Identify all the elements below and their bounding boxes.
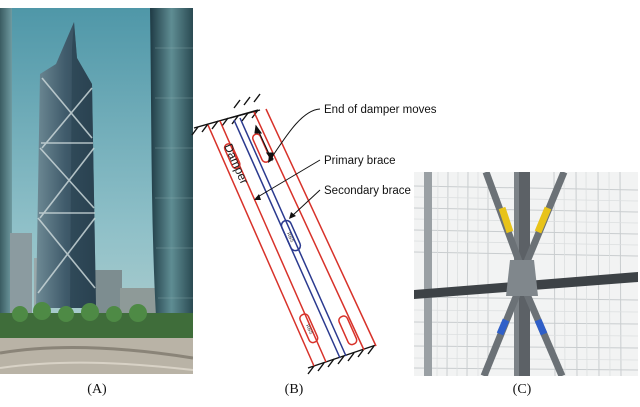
caption-b: (B) xyxy=(284,382,304,397)
callout-primary-brace: Primary brace xyxy=(324,155,396,167)
left-column xyxy=(424,172,432,376)
top-fixed-support xyxy=(191,93,261,136)
caption-c: (C) xyxy=(512,382,532,397)
callout-secondary-brace: Secondary brace xyxy=(324,185,411,197)
steel-frame-render xyxy=(414,172,638,376)
callout-arrowheads xyxy=(254,155,296,219)
lower-blue-dampers xyxy=(496,318,548,336)
primary-brace xyxy=(233,117,347,359)
skyscraper-illustration xyxy=(0,8,193,374)
movement-arrow xyxy=(254,124,274,162)
caption-a: (A) xyxy=(87,382,107,397)
callout-leaders xyxy=(255,108,321,217)
secondary-brace xyxy=(207,108,377,367)
upper-yellow-dampers xyxy=(498,206,552,234)
rbs-label-primary: RBS xyxy=(285,232,295,244)
brace-damper-schematic: RBS RBS Damper End of damper moves Prima… xyxy=(190,88,475,388)
gusset-plate xyxy=(506,260,538,296)
rbs-label-secondary: RBS xyxy=(304,324,314,336)
callout-end-of-damper: End of damper moves xyxy=(324,104,437,116)
bottom-fixed-support xyxy=(307,344,377,375)
skyscraper-photo xyxy=(0,8,193,374)
